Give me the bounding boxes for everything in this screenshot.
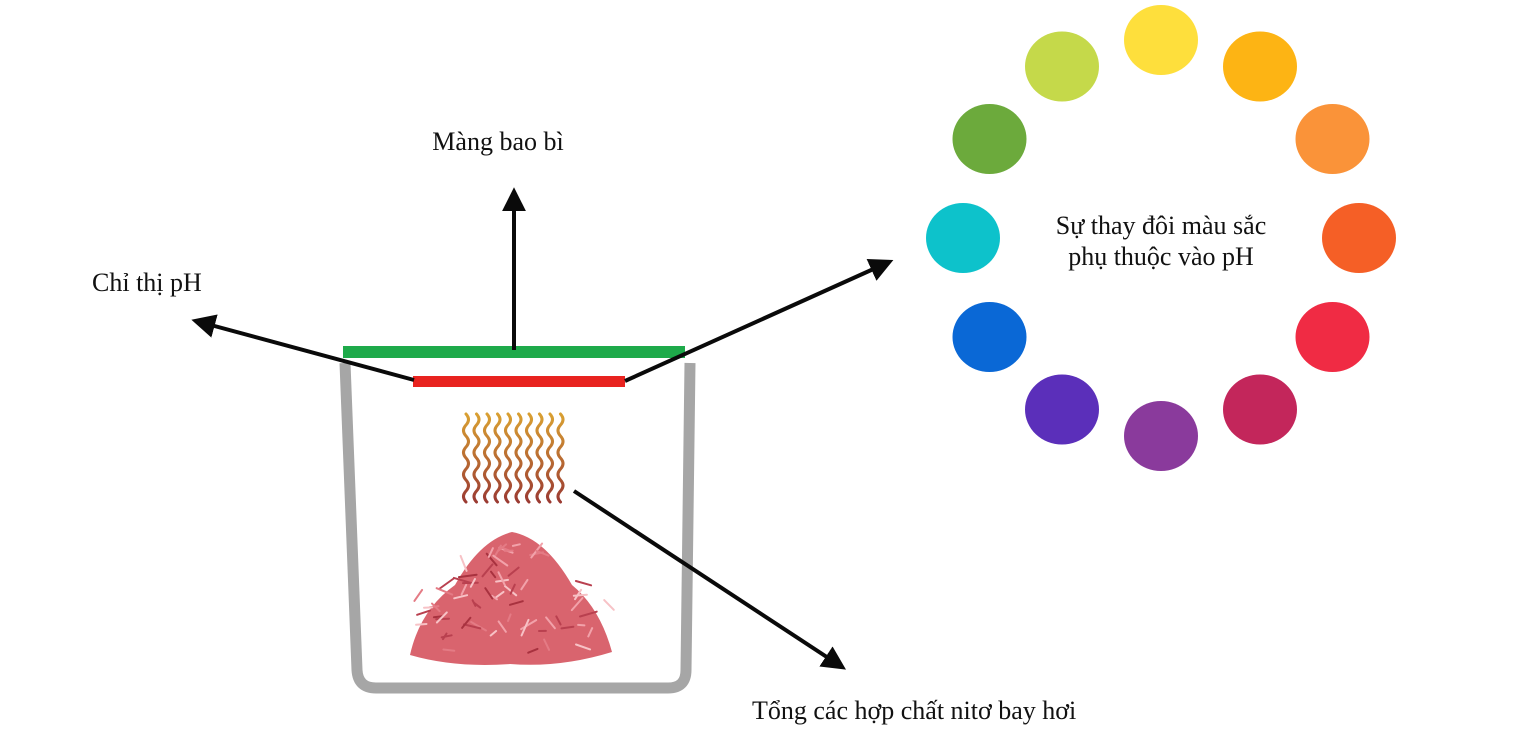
meat-texture <box>527 647 539 654</box>
meat-texture <box>453 594 469 600</box>
meat-texture <box>520 618 530 637</box>
meat-texture <box>452 576 472 584</box>
color-swatch-6 <box>1223 374 1297 445</box>
meat-texture <box>560 625 575 630</box>
vapor-strand <box>546 412 554 504</box>
color-swatch-3 <box>1295 104 1370 174</box>
meat-texture <box>438 577 455 590</box>
vapor-strand <box>514 412 523 504</box>
meat-texture <box>460 583 468 596</box>
meat-texture <box>520 619 538 631</box>
vapor-strand <box>462 412 470 504</box>
vapor-strand <box>504 412 512 504</box>
volatile-nitrogen-label: Tổng các hợp chất nitơ bay hơi <box>752 696 1076 725</box>
meat-texture <box>489 630 498 637</box>
meat-texture <box>484 587 494 600</box>
ph-indicator-strip <box>413 376 625 387</box>
meat-texture <box>587 627 594 638</box>
vapor-strand <box>493 412 502 504</box>
arrow-to-ph-indicator-label <box>191 314 415 382</box>
meat-texture <box>435 587 454 596</box>
meat-texture <box>497 620 507 633</box>
meat-texture <box>535 550 550 557</box>
meat-texture <box>416 609 431 616</box>
arrow-to-color-wheel <box>624 258 894 383</box>
ph-color-wheel <box>926 5 1396 471</box>
color-swatch-2 <box>1223 31 1297 102</box>
meat-texture <box>570 597 584 612</box>
color-swatch-9 <box>952 302 1027 372</box>
meat-texture <box>470 621 487 632</box>
meat-texture <box>577 623 586 627</box>
meat-texture <box>509 600 524 606</box>
meat-texture <box>491 594 498 601</box>
color-change-label-line2: phụ thuộc vào pH <box>1068 242 1254 271</box>
meat-texture <box>543 638 551 651</box>
meat-texture <box>574 588 583 601</box>
meat-texture <box>487 547 494 558</box>
meat-texture <box>520 578 529 591</box>
meat-texture <box>440 634 453 639</box>
meat-texture <box>572 593 588 597</box>
color-change-label-line1: Sự thay đôi màu sắc <box>1056 211 1267 240</box>
meat-texture <box>507 566 520 577</box>
meat-texture <box>555 615 562 626</box>
meat-texture <box>431 602 441 613</box>
meat-texture <box>492 554 509 567</box>
meat-texture <box>575 643 592 651</box>
arrow-to-volatile-nitrogen-label <box>572 489 847 670</box>
meat-texture <box>471 599 477 607</box>
meat-texture <box>495 590 505 599</box>
meat-texture <box>442 648 456 652</box>
meat-texture <box>435 611 448 624</box>
color-swatch-12 <box>1025 31 1099 102</box>
ph-indicator-label: Chỉ thị pH <box>92 268 202 297</box>
meat-sample <box>410 532 615 665</box>
meat-texture <box>457 573 478 579</box>
meat-texture <box>507 613 512 622</box>
meat-texture <box>497 571 506 586</box>
meat-texture <box>461 616 472 629</box>
packaging-film <box>343 346 685 358</box>
vapor-strand <box>472 412 481 504</box>
vapor-strand <box>483 412 491 504</box>
meat-mound <box>410 532 612 665</box>
meat-texture <box>504 585 518 597</box>
color-swatch-7 <box>1124 401 1198 471</box>
color-swatch-11 <box>952 104 1027 174</box>
meat-texture <box>511 543 521 547</box>
meat-texture <box>415 623 428 626</box>
meat-texture <box>462 623 482 630</box>
color-swatch-4 <box>1322 203 1396 273</box>
meat-texture <box>579 610 598 618</box>
vapor-strand <box>535 412 544 504</box>
volatile-vapor-strands <box>462 412 565 504</box>
vapor-strand <box>525 412 533 504</box>
color-swatch-5 <box>1295 302 1370 372</box>
vapor-strand <box>556 412 565 504</box>
meat-texture <box>509 583 516 595</box>
meat-texture <box>603 599 615 611</box>
meat-texture <box>481 563 494 578</box>
color-swatch-8 <box>1025 374 1099 445</box>
meat-texture <box>490 570 497 579</box>
color-swatch-10 <box>926 203 1000 273</box>
meat-texture <box>432 615 444 619</box>
meat-texture <box>469 578 476 588</box>
color-swatch-1 <box>1124 5 1198 75</box>
packaging-film-label: Màng bao bì <box>432 127 563 156</box>
meat-texture <box>413 588 424 602</box>
container <box>339 362 696 694</box>
meat-texture <box>459 554 468 572</box>
meat-texture <box>574 580 593 587</box>
meat-texture <box>545 616 556 630</box>
meat-texture <box>494 544 502 557</box>
